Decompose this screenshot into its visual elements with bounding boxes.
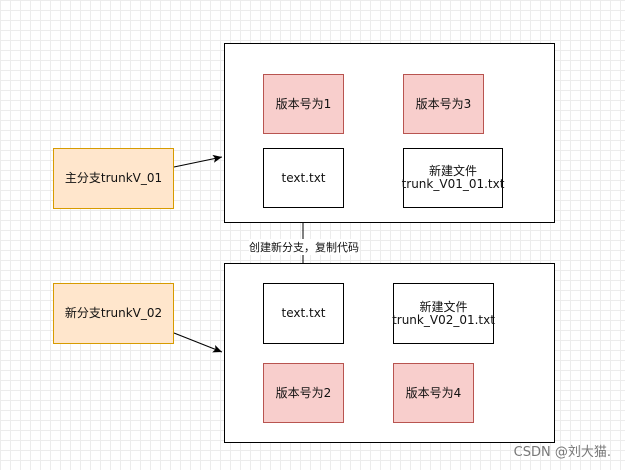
watermark: CSDN @刘大猫. <box>513 445 611 460</box>
version-3-box: 版本号为3 <box>403 74 484 134</box>
top-new-file-box: 新建文件 trunk_V01_01.txt <box>401 148 505 208</box>
version-4-box: 版本号为4 <box>393 363 474 423</box>
top-new-file-title: 新建文件 <box>428 164 477 178</box>
version-2-box: 版本号为2 <box>263 363 344 423</box>
new-branch-label: 新分支trunkV_02 <box>64 306 163 320</box>
version-2-label: 版本号为2 <box>275 385 332 400</box>
bottom-new-file-name: trunk_V02_01.txt <box>392 312 495 327</box>
top-new-file-name: trunk_V01_01.txt <box>401 177 505 191</box>
bottom-new-file-title: 新建文件 <box>419 299 468 314</box>
version-1-box: 版本号为1 <box>263 74 344 134</box>
new-branch-box: 新分支trunkV_02 <box>53 283 174 344</box>
version-3-label: 版本号为3 <box>415 96 472 111</box>
main-branch-box: 主分支trunkV_01 <box>53 148 174 209</box>
arrow-main-to-top <box>173 154 223 168</box>
bottom-text-file-box: text.txt <box>263 283 344 344</box>
top-text-file-box: text.txt <box>263 148 344 208</box>
bottom-new-file-box: 新建文件 trunk_V02_01.txt <box>392 283 495 344</box>
main-branch-label: 主分支trunkV_01 <box>64 171 163 185</box>
copy-edge-label: 创建新分支，复制代码 <box>249 239 359 255</box>
arrow-new-to-bottom <box>173 332 223 353</box>
bottom-text-file-label: text.txt <box>281 306 326 320</box>
top-text-file-label: text.txt <box>281 170 326 185</box>
version-4-label: 版本号为4 <box>405 385 462 400</box>
version-1-label: 版本号为1 <box>275 96 332 111</box>
